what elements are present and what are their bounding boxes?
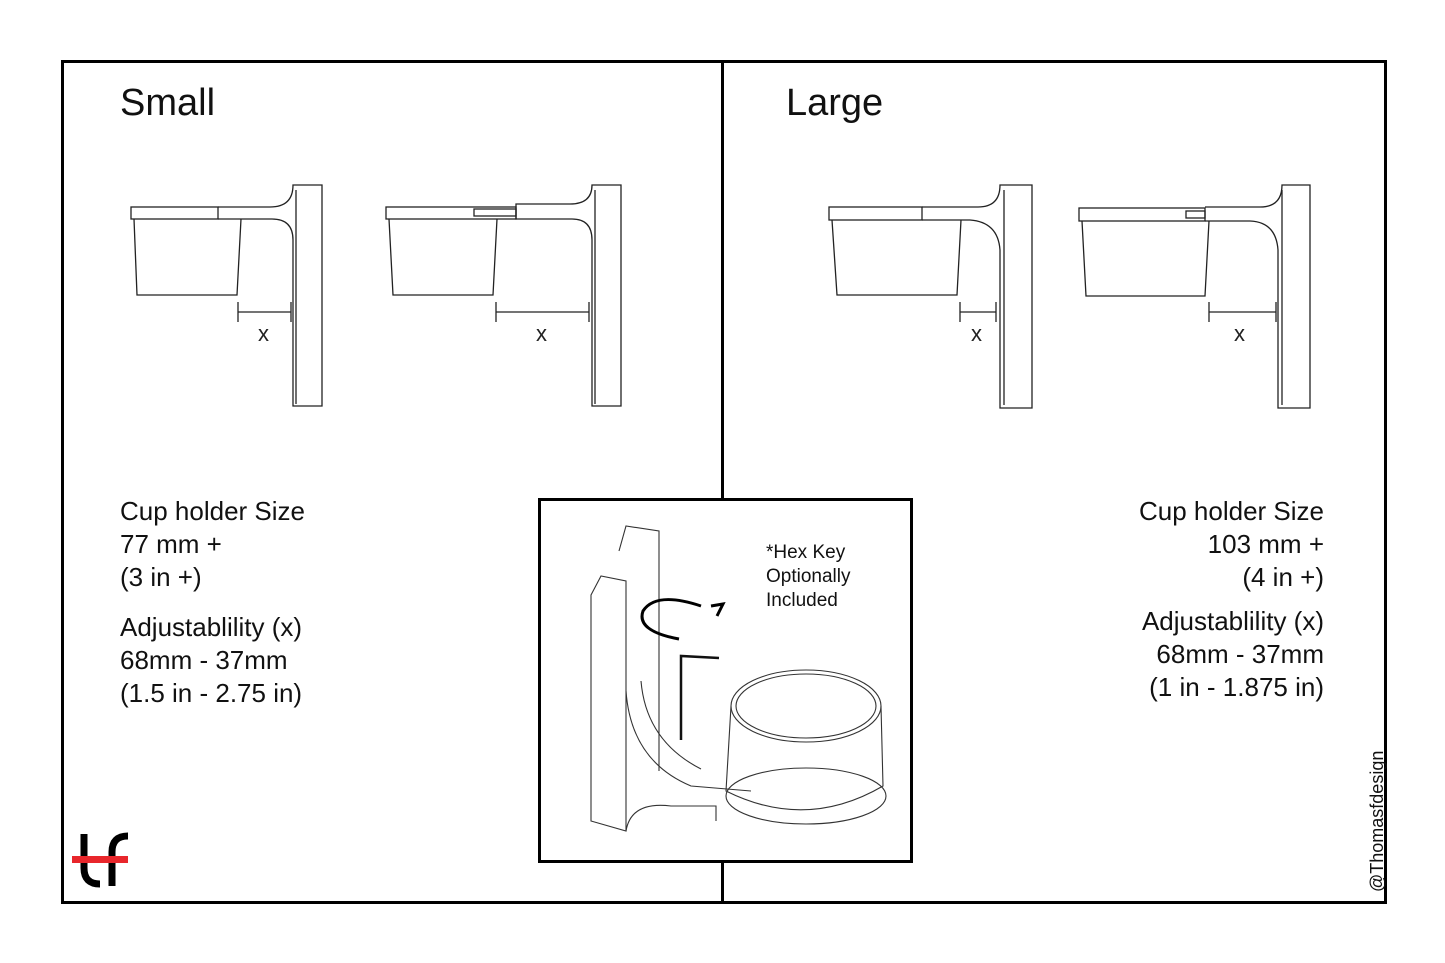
watermark: @Thomasfdesign: [1367, 750, 1387, 892]
small-adjust-mm: 68mm - 37mm: [120, 645, 288, 675]
small-x-label-a: x: [258, 321, 269, 346]
small-size-heading: Cup holder Size: [120, 496, 305, 526]
hex-key-inset: [538, 498, 913, 863]
small-size-in: (3 in +): [120, 562, 202, 592]
large-adjust-mm: 68mm - 37mm: [1156, 639, 1324, 669]
small-title: Small: [120, 82, 216, 124]
large-title: Large: [786, 82, 884, 124]
small-adjust-in: (1.5 in - 2.75 in): [120, 678, 303, 708]
diagram-frame: [61, 60, 1387, 904]
small-x-label-b: x: [536, 321, 547, 346]
large-adjust-in: (1 in - 1.875 in): [1149, 672, 1324, 702]
small-holder-retracted-drawing: [130, 184, 323, 407]
large-size-in: (4 in +): [1242, 562, 1324, 592]
small-adjust-heading: Adjustablility (x): [120, 612, 303, 642]
note-line-2: Optionally: [766, 566, 851, 587]
large-specs: Cup holder Size 103 mm + (4 in +) Adjust…: [1139, 495, 1324, 704]
small-specs: Cup holder Size 77 mm + (3 in +) Adjusta…: [120, 495, 305, 710]
note-line-3: Included: [766, 590, 838, 611]
large-holder-extended-drawing: [1078, 184, 1311, 409]
large-size-heading: Cup holder Size: [1139, 496, 1324, 526]
large-size-mm: 103 mm +: [1207, 529, 1324, 559]
large-holder-retracted-drawing: [828, 184, 1033, 409]
isometric-holder-drawing: [590, 525, 887, 832]
note-line-1: *Hex Key: [766, 542, 846, 563]
small-holder-extended-drawing: [385, 184, 622, 407]
large-x-label-a: x: [971, 321, 982, 346]
hex-key-note: *Hex Key Optionally Included: [766, 541, 851, 613]
panel-divider: [721, 60, 724, 904]
small-size-mm: 77 mm +: [120, 529, 222, 559]
large-x-label-b: x: [1234, 321, 1245, 346]
large-adjust-heading: Adjustablility (x): [1141, 606, 1324, 636]
